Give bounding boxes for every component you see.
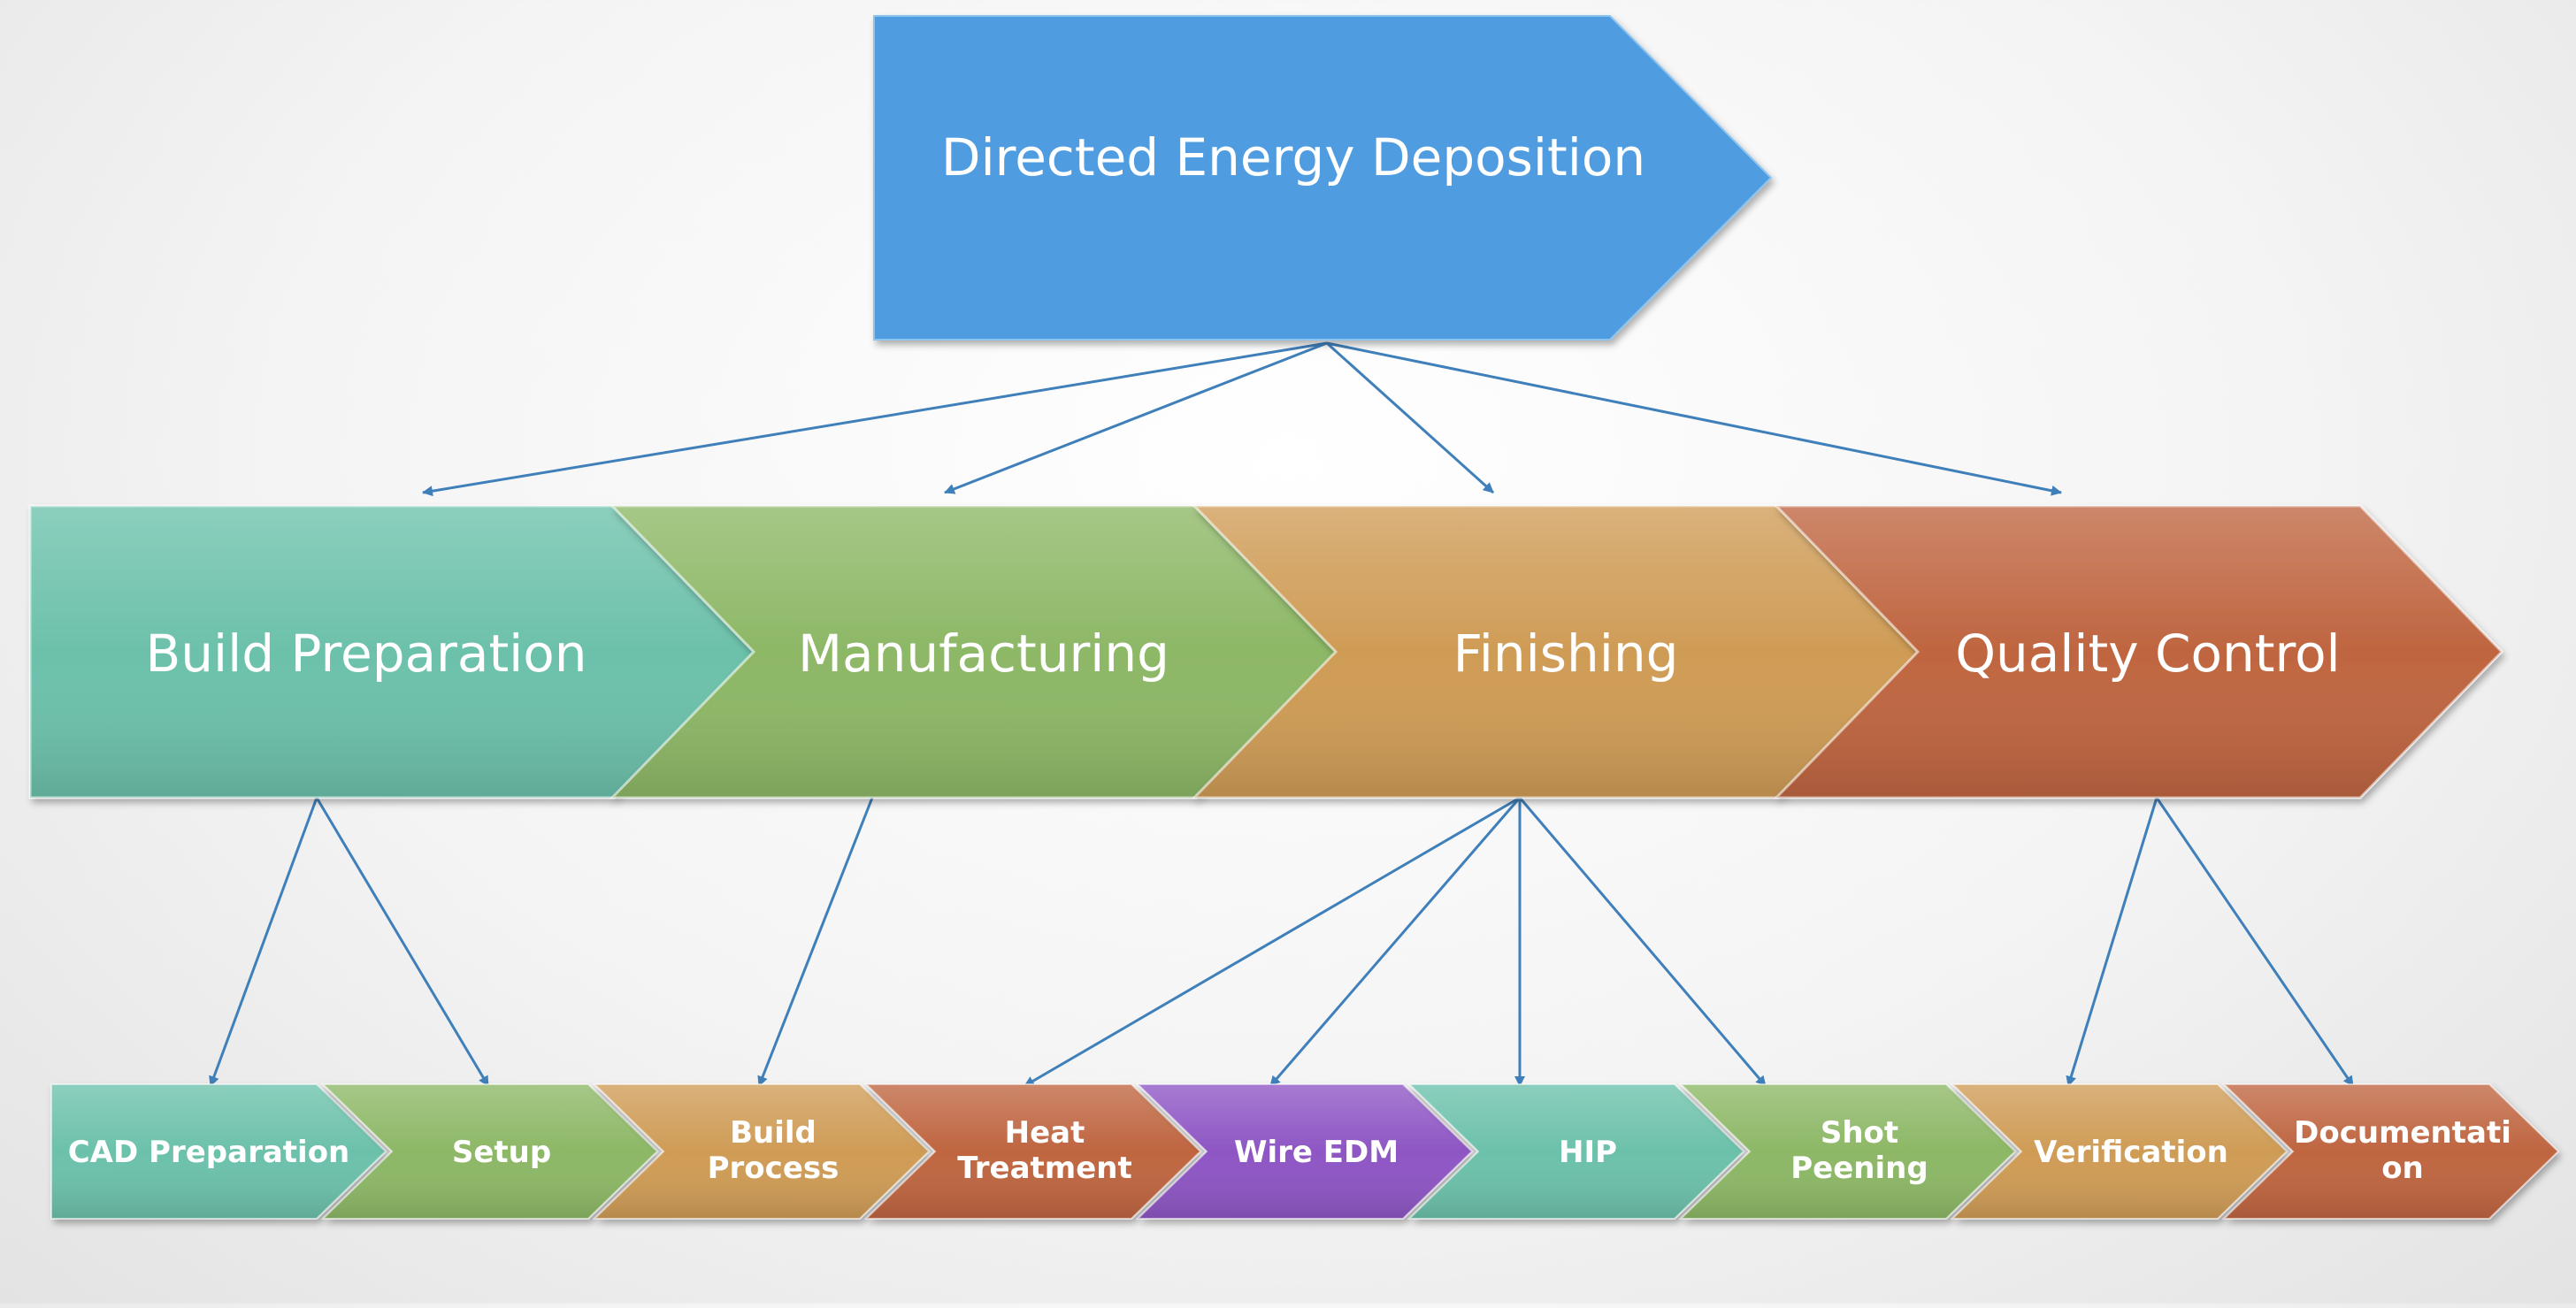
connector-title-to-manufacturing — [944, 341, 1328, 494]
step-heat-treatment — [863, 1083, 1202, 1220]
phase-label: Manufacturing — [798, 623, 1169, 684]
phase-layer: Build Preparation Manufacturing Finishing Q… — [28, 504, 2504, 799]
connector-title-to-build-preparation — [422, 341, 1328, 497]
connector-layer — [209, 341, 2355, 1088]
connector-title-to-finishing — [1325, 341, 1495, 494]
step-label: Peening — [1790, 1151, 1928, 1186]
title-layer: Directed Energy Deposition — [873, 15, 1773, 340]
step-label: Wire EDM — [1234, 1135, 1399, 1170]
title-block — [873, 15, 1773, 340]
step-label: Documentati — [2294, 1115, 2511, 1151]
connector-build-preparation-to-cad-preparation — [209, 797, 318, 1087]
step-shot-peening — [1678, 1083, 2017, 1220]
step-label: Treatment — [957, 1151, 1131, 1186]
connector-quality-control-to-documentati-on — [2155, 797, 2355, 1087]
step-cad-preparation — [50, 1083, 387, 1220]
step-label: Setup — [452, 1135, 551, 1170]
phase-finishing — [1191, 504, 1922, 799]
phase-label: Build Preparation — [145, 623, 586, 684]
step-label: Process — [708, 1151, 840, 1186]
step-verification — [1950, 1083, 2288, 1220]
phase-quality-control — [1773, 504, 2504, 799]
step-label: Build — [730, 1115, 816, 1151]
step-label: CAD Preparation — [68, 1135, 350, 1170]
phase-label: Finishing — [1453, 623, 1679, 684]
phase-manufacturing — [609, 504, 1340, 799]
step-label: HIP — [1559, 1135, 1617, 1170]
phase-label: Quality Control — [1955, 623, 2340, 684]
step-build-process — [592, 1083, 931, 1220]
step-label: Shot — [1821, 1115, 1898, 1151]
phase-build-preparation — [28, 504, 758, 799]
step-documentati-on — [2221, 1083, 2560, 1220]
step-label: Verification — [2034, 1135, 2228, 1170]
connector-finishing-to-wire-edm — [1269, 797, 1522, 1087]
step-hip — [1407, 1083, 1745, 1220]
connector-quality-control-to-verification — [2066, 797, 2158, 1087]
connector-title-to-quality-control — [1326, 341, 2062, 496]
connector-build-preparation-to-setup — [315, 797, 490, 1087]
step-label: Heat — [1005, 1115, 1085, 1151]
connector-finishing-to-shot-peening — [1518, 797, 1767, 1087]
connector-finishing-to-heat-treatment — [1024, 796, 1521, 1088]
step-wire-edm — [1135, 1083, 1474, 1220]
step-label: on — [2381, 1151, 2424, 1186]
title-text: Directed Energy Deposition — [941, 127, 1645, 187]
step-setup — [320, 1083, 659, 1220]
connector-manufacturing-to-build-process — [757, 797, 874, 1087]
